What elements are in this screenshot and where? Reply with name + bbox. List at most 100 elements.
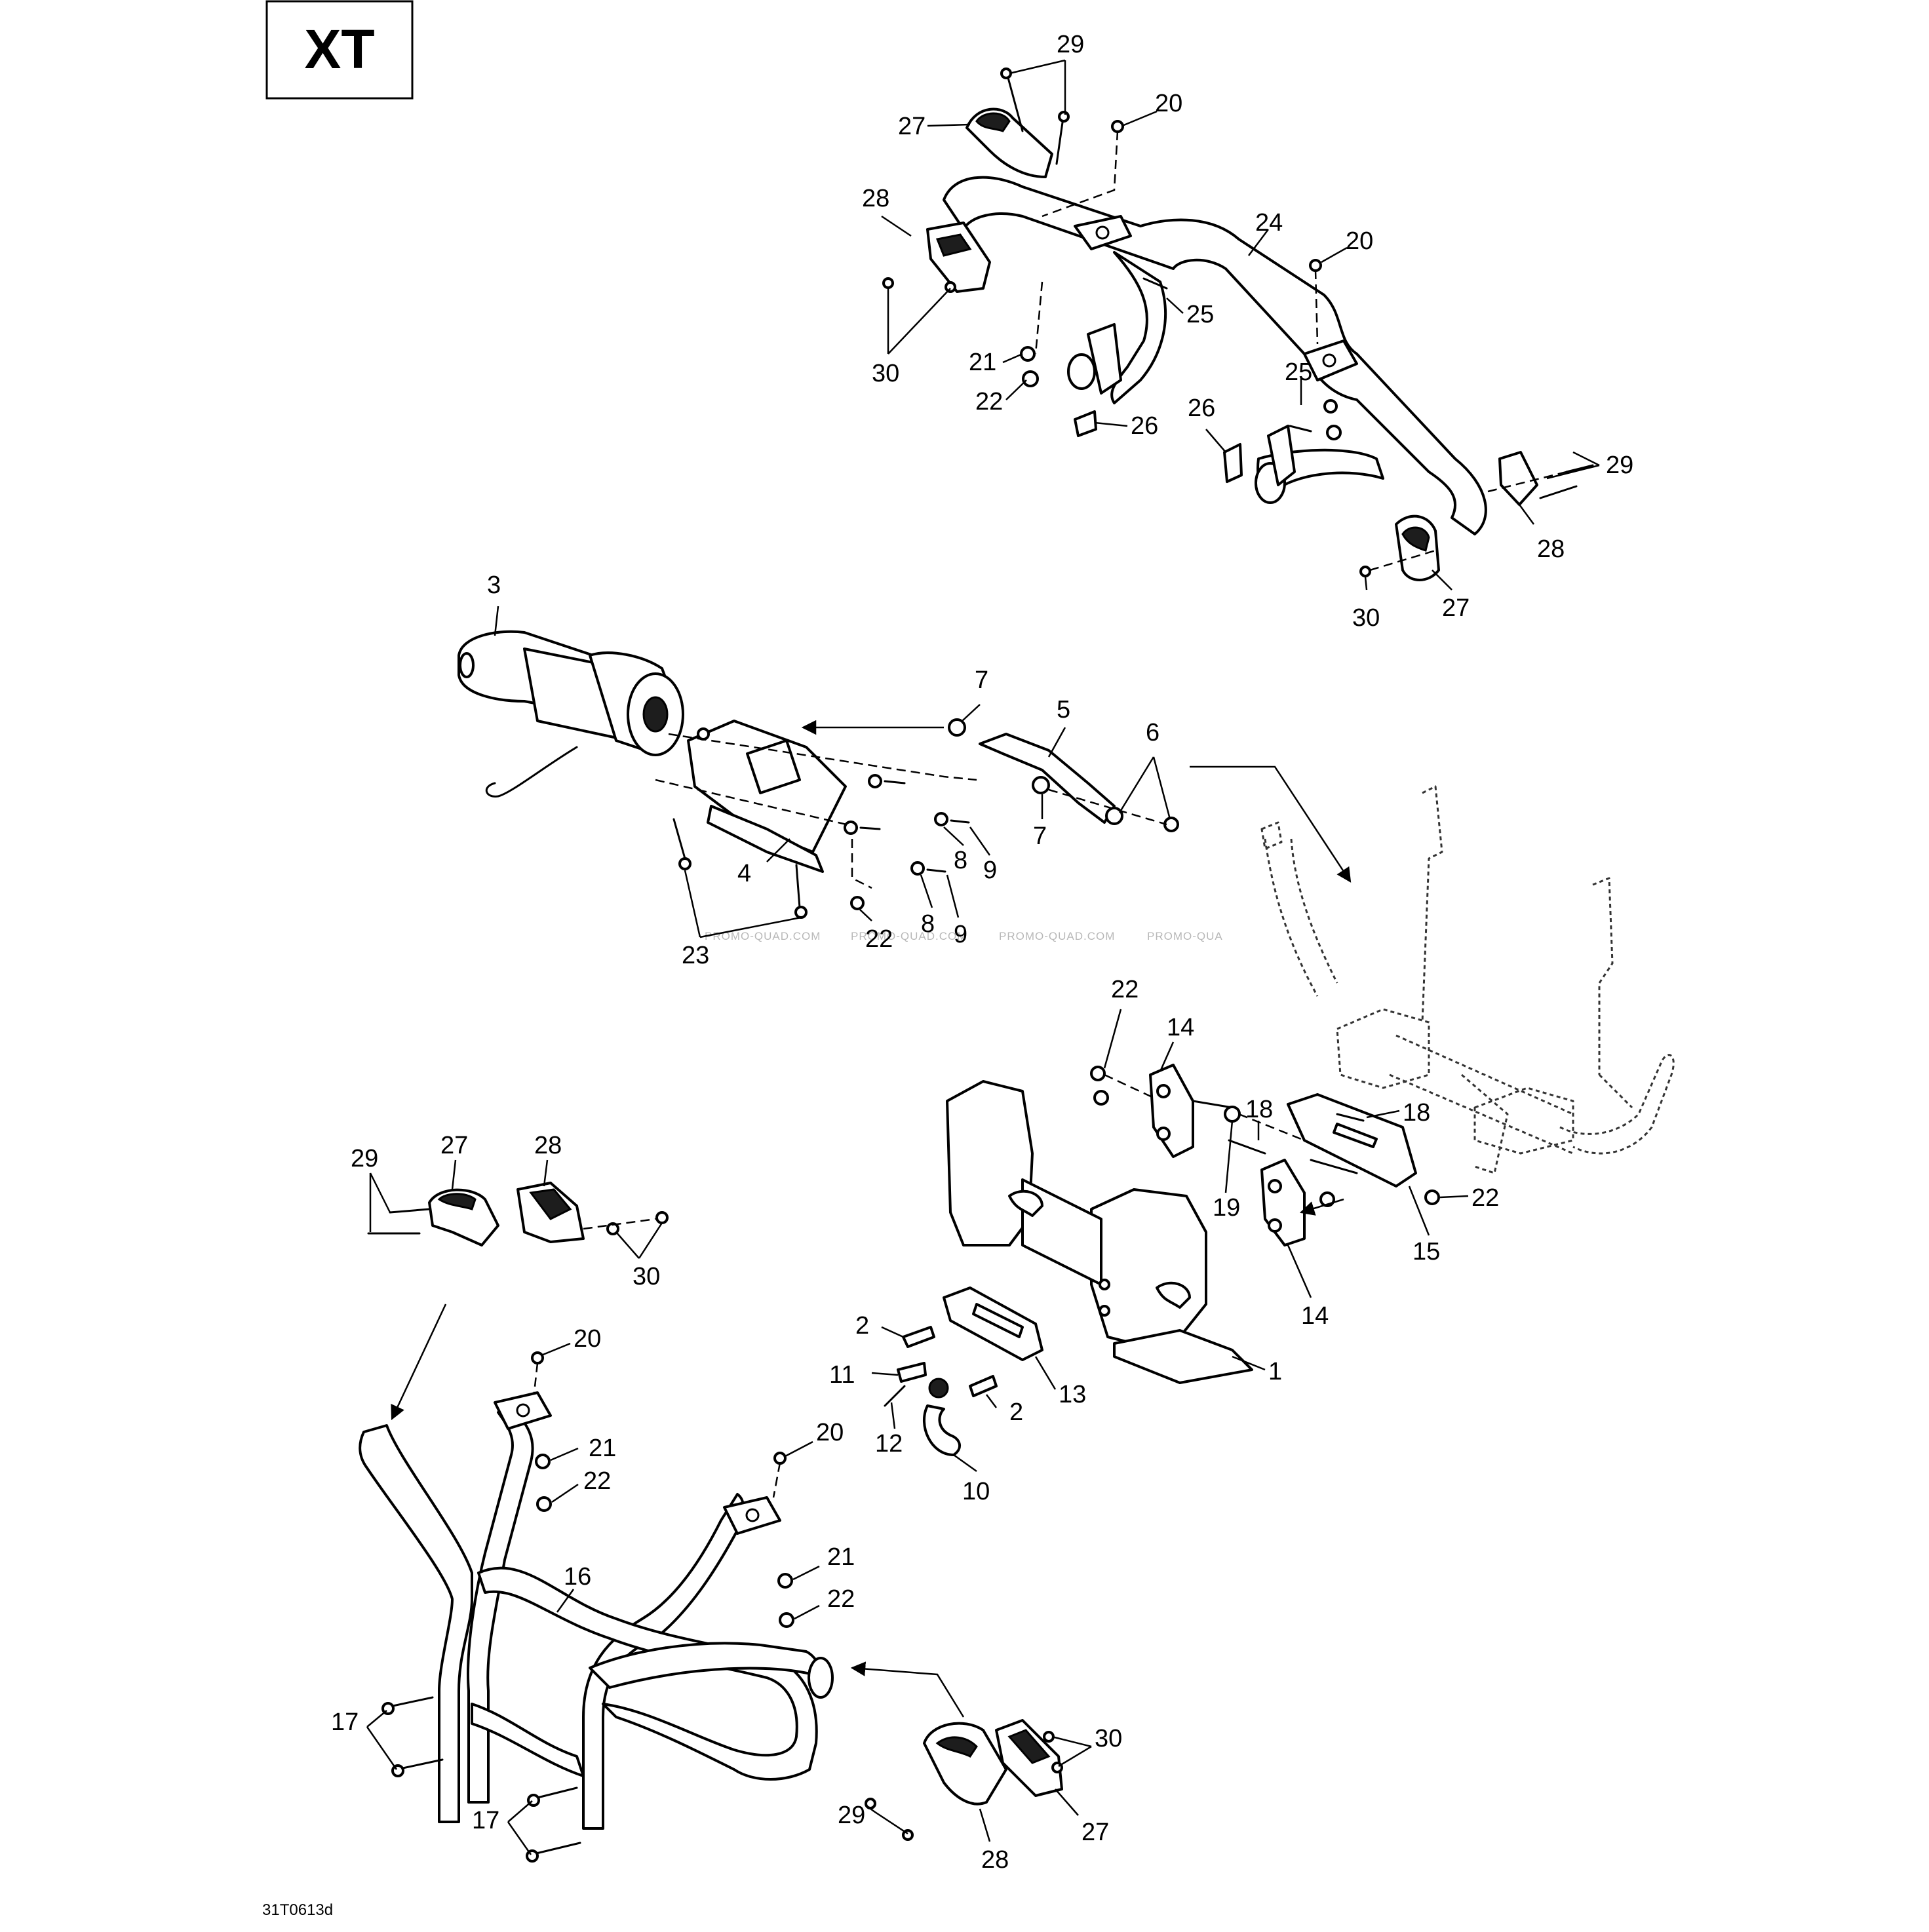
alignment-line — [772, 1462, 781, 1498]
callout-26: 26 — [1131, 412, 1158, 440]
callout-22: 22 — [1111, 976, 1139, 1003]
callout-29: 29 — [838, 1802, 865, 1829]
nut-6 — [1105, 807, 1123, 825]
screw-head — [1058, 111, 1070, 123]
alignment-line — [655, 779, 853, 827]
leader — [507, 1800, 533, 1855]
lower-bumper-center-tube — [467, 1404, 534, 1804]
fairlead-slot — [972, 1303, 1024, 1338]
leader — [979, 1808, 991, 1842]
frame-plate — [1336, 1008, 1430, 1089]
leader — [946, 874, 960, 918]
bracket-boss — [1268, 1179, 1282, 1193]
cover-detail — [1401, 526, 1430, 552]
callout-24: 24 — [1255, 209, 1283, 237]
callout-8: 8 — [954, 847, 967, 874]
leader — [1159, 1041, 1175, 1072]
callout-13: 13 — [1059, 1381, 1086, 1408]
callout-7: 7 — [1033, 822, 1047, 850]
leader — [794, 1604, 820, 1620]
leader — [881, 1326, 904, 1338]
leader — [1408, 1186, 1430, 1236]
callout-2: 2 — [855, 1312, 869, 1340]
callout-labels: 29 27 20 28 24 20 25 30 21 22 25 26 26 2… — [331, 31, 1633, 1874]
assembly-arrow — [1299, 1198, 1344, 1216]
pin-11 — [897, 1362, 927, 1383]
bolt-9 — [926, 868, 946, 873]
winch-terminal — [459, 652, 475, 678]
callout-28: 28 — [981, 1846, 1009, 1874]
model-badge-text: XT — [304, 18, 374, 80]
callout-2: 2 — [1009, 1399, 1023, 1426]
nut-30 — [655, 1211, 669, 1224]
leader — [1287, 1245, 1312, 1298]
screw-29 — [1055, 117, 1064, 165]
callout-18: 18 — [1403, 1099, 1430, 1127]
leader — [1118, 756, 1171, 820]
pin-12 — [884, 1385, 906, 1407]
bracket-26 — [1267, 425, 1296, 486]
leader — [1321, 246, 1348, 263]
leader — [556, 1589, 575, 1613]
nut-30 — [882, 277, 894, 289]
callout-16: 16 — [564, 1563, 591, 1591]
handle-detail — [935, 233, 972, 257]
callout-10: 10 — [962, 1478, 990, 1505]
alignment-line — [1104, 1073, 1154, 1099]
leader — [927, 123, 971, 127]
nut-30 — [606, 1222, 619, 1235]
mount-plate — [723, 1496, 781, 1535]
leader — [1518, 504, 1535, 525]
callout-14: 14 — [1167, 1014, 1194, 1041]
callout-26: 26 — [1188, 395, 1215, 422]
bracket-boss — [1156, 1127, 1171, 1141]
leader — [1034, 1356, 1057, 1390]
nut-22 — [697, 727, 710, 741]
alignment-line — [668, 733, 977, 781]
leader — [890, 1402, 896, 1429]
leader — [1364, 576, 1368, 590]
clip-26 — [1074, 410, 1097, 437]
leader — [1002, 353, 1023, 364]
small-handles-group — [367, 1182, 669, 1421]
winch-hub — [642, 696, 669, 733]
watermark: PROMO-QUAD.COM — [851, 930, 967, 942]
watermark: PROMO-QUA — [1147, 930, 1223, 942]
screw-20 — [1309, 259, 1322, 272]
bolt-23 — [672, 818, 686, 860]
leader — [1224, 1120, 1234, 1193]
lower-bumper-lower-loop — [471, 1703, 585, 1777]
mount-hole — [516, 1403, 530, 1418]
leader — [543, 1159, 549, 1187]
leader — [1103, 1009, 1122, 1069]
mount-plate — [1303, 339, 1358, 381]
nut-22 — [536, 1496, 552, 1512]
hook-pin — [928, 1378, 949, 1399]
alignment-line — [1314, 269, 1319, 345]
leader — [1051, 1735, 1092, 1768]
nut-22 — [1022, 370, 1039, 387]
callout-20: 20 — [816, 1419, 844, 1446]
screw-29 — [865, 1798, 876, 1809]
leader — [615, 1222, 663, 1259]
washer-8 — [868, 774, 882, 788]
leader — [871, 1372, 899, 1376]
callout-29: 29 — [1057, 31, 1084, 58]
nut-30 — [1043, 1731, 1055, 1743]
leader — [969, 826, 991, 856]
winch-bumper-group — [884, 1064, 1440, 1456]
frame-tube — [1264, 838, 1319, 997]
guard-hook — [1156, 1281, 1191, 1309]
nut-22 — [1090, 1066, 1106, 1081]
callout-21: 21 — [827, 1543, 855, 1571]
mount-plate — [1074, 215, 1132, 250]
guard-hole — [1099, 1279, 1110, 1290]
leader — [551, 1483, 579, 1503]
bolt-17 — [530, 1842, 581, 1856]
callout-12: 12 — [875, 1430, 903, 1458]
upper-bumper-tube — [943, 176, 1487, 535]
callout-27: 27 — [1442, 594, 1470, 622]
leader — [541, 1342, 571, 1357]
screw-29 — [389, 1208, 431, 1214]
